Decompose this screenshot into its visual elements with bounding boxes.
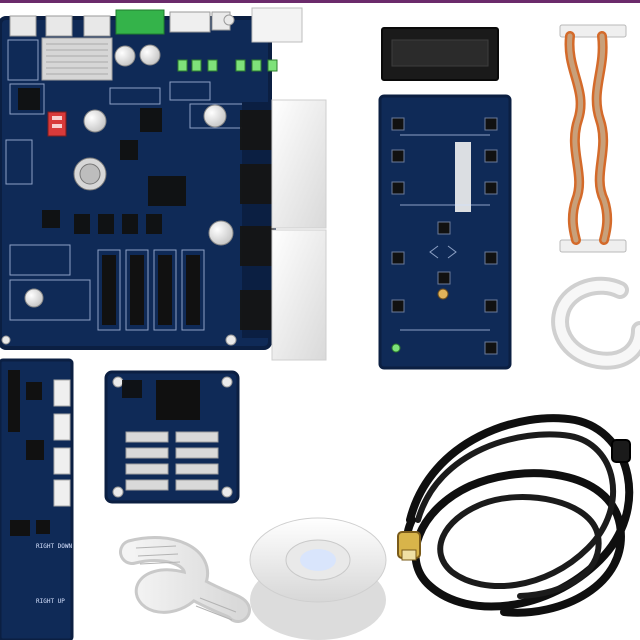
- network-cable: [397, 414, 634, 617]
- green-leds: [177, 59, 278, 72]
- tape-roll: [249, 517, 387, 640]
- left-lower-connectors: [53, 379, 71, 507]
- flat-cable-roll: [551, 276, 640, 370]
- label-right-down: RIGHT DOWN: [36, 543, 73, 550]
- adapter-board: [104, 370, 240, 504]
- top-border-line: [0, 0, 640, 3]
- main-control-board: [0, 7, 303, 350]
- panel-silkscreen: [400, 134, 490, 331]
- adapter-connectors: [125, 431, 219, 491]
- control-panel-board: [378, 94, 512, 370]
- panel-buttons: [391, 117, 498, 355]
- left-lower-board: RIGHT DOWN RIGHT UP: [0, 358, 74, 640]
- heatsink: [41, 37, 113, 81]
- left-lower-labels: RIGHT DOWN RIGHT UP: [36, 543, 73, 605]
- label-right-up: RIGHT UP: [36, 598, 65, 605]
- driver-block-assembly: [240, 99, 327, 361]
- integrated-circuits: [18, 88, 186, 234]
- multicolor-ribbon-cable: [559, 24, 627, 253]
- red-switch: [47, 111, 67, 137]
- top-connectors: [9, 7, 303, 43]
- left-lower-components: [8, 370, 50, 536]
- flat-flex-cable: [119, 536, 251, 623]
- mounting-holes: [1, 14, 237, 346]
- capacitors: [24, 44, 234, 308]
- driver-ic-rows: [97, 249, 205, 331]
- lcd-display: [381, 27, 499, 81]
